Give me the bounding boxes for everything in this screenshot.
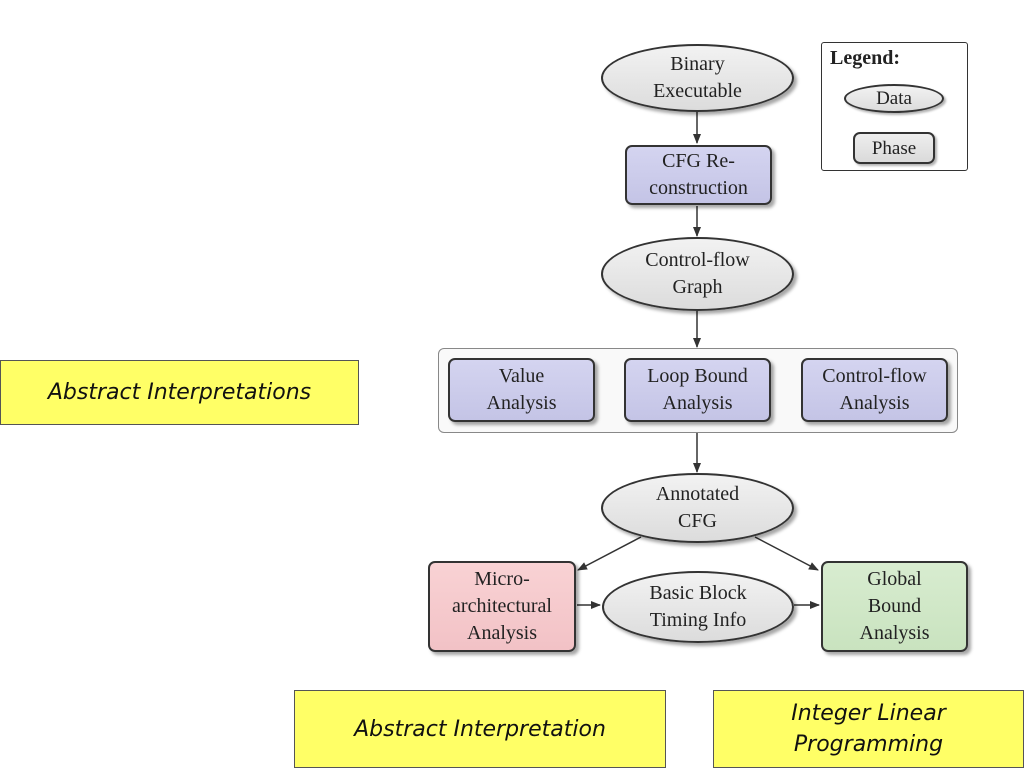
basic-block-timing-info-node: Basic Block Timing Info (602, 571, 794, 643)
abstract-interpretations-callout: Abstract Interpretations (0, 360, 359, 425)
legend-phase-box: Phase (853, 132, 935, 164)
abstract-interpretation-callout: Abstract Interpretation (294, 690, 666, 768)
legend-data-ellipse: Data (844, 84, 944, 113)
binary-executable-node: Binary Executable (601, 44, 794, 112)
annotated-cfg-node: Annotated CFG (601, 473, 794, 543)
legend-title: Legend: (830, 47, 900, 69)
arrow-annotated-cfg-to-micro-architectural (577, 536, 642, 571)
control-flow-graph-node: Control-flow Graph (601, 237, 794, 311)
loop-bound-analysis-node: Loop Bound Analysis (624, 358, 771, 422)
cfg-reconstruction-node: CFG Re- construction (625, 145, 772, 205)
control-flow-analysis-node: Control-flow Analysis (801, 358, 948, 422)
legend-box: Legend: Data Phase (821, 42, 968, 171)
arrow-annotated-cfg-to-global-bound (754, 536, 819, 571)
value-analysis-node: Value Analysis (448, 358, 595, 422)
micro-architectural-analysis-node: Micro- architectural Analysis (428, 561, 576, 652)
global-bound-analysis-node: Global Bound Analysis (821, 561, 968, 652)
integer-linear-programming-callout: Integer Linear Programming (713, 690, 1024, 768)
